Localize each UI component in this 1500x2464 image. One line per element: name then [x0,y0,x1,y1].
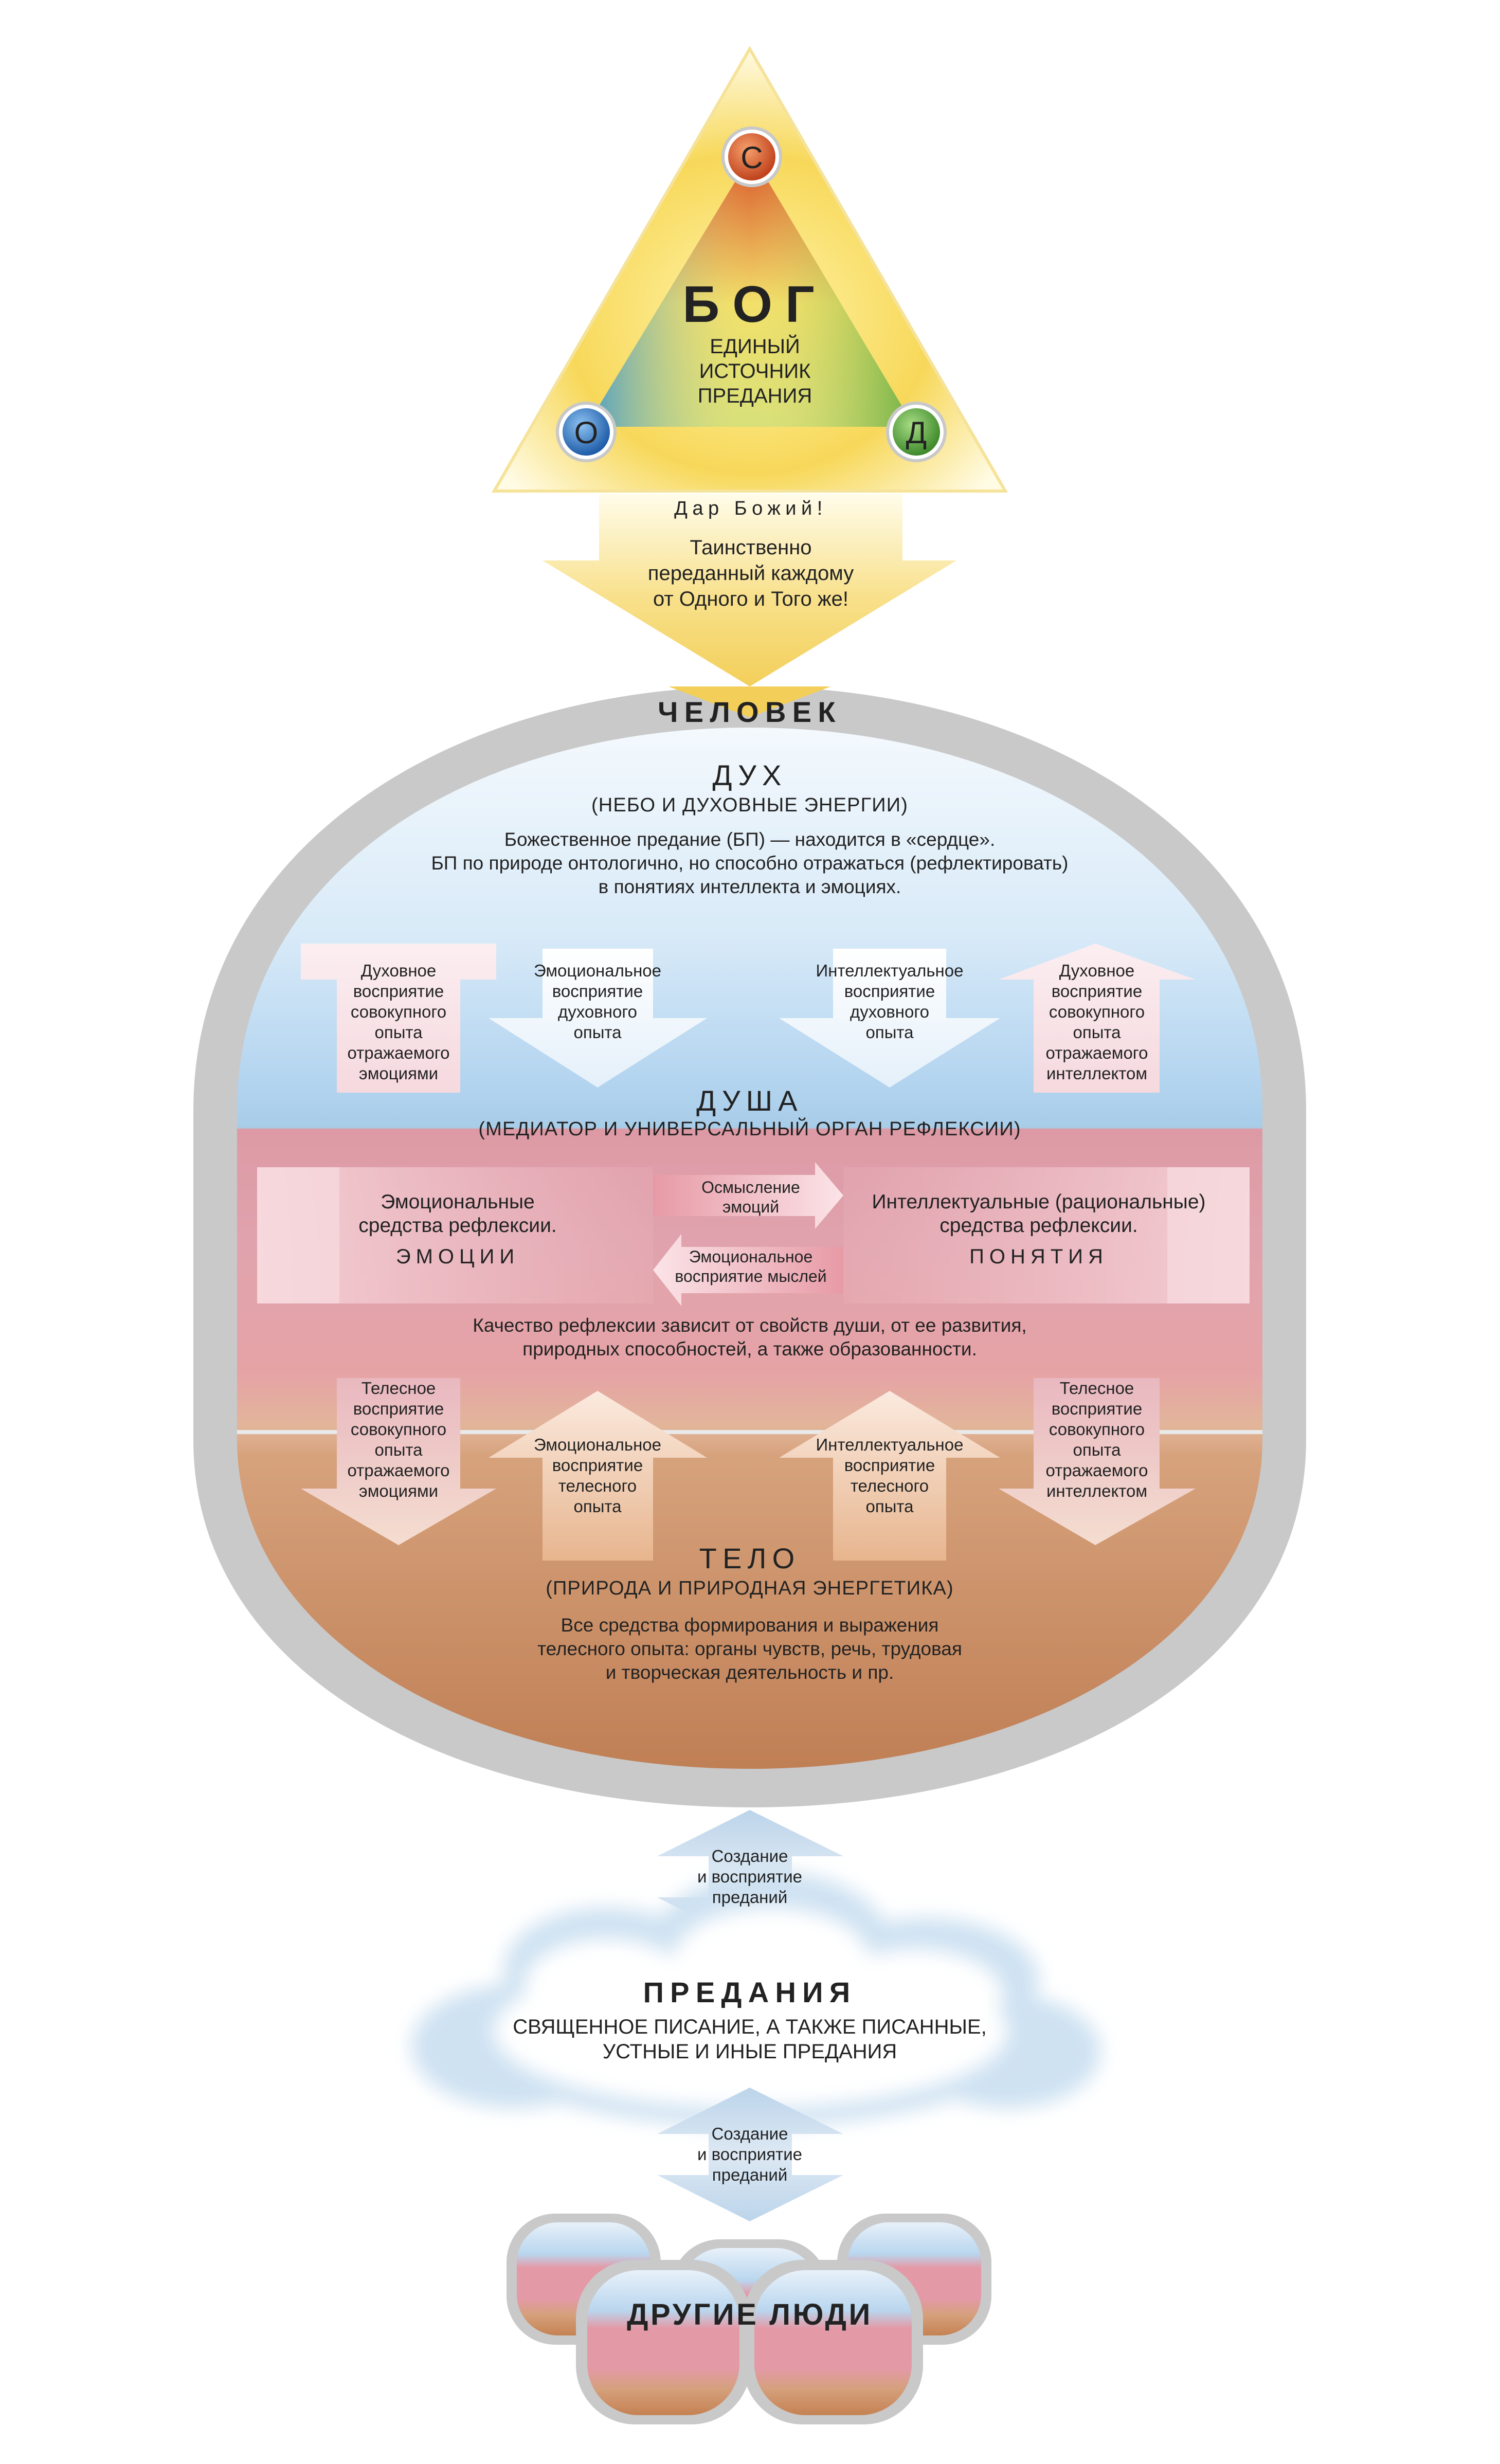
exchange-top-label: Создание и восприятие преданий [697,1846,803,1907]
other-people-group [507,2214,991,2424]
soul-subtitle: (МЕДИАТОР И УНИВЕРСАЛЬНЫЙ ОРГАН РЕФЛЕКСИ… [478,1118,1021,1140]
god-title: БОГ [682,276,827,333]
concepts-title: ПОНЯТИЯ [969,1245,1108,1268]
traditions-text: СВЯЩЕННОЕ ПИСАНИЕ, А ТАКЖЕ ПИСАННЫЕ, УСТ… [513,2016,987,2063]
soul-text: Качество рефлексии зависит от свойств ду… [473,1315,1027,1360]
spirit-arrow-2-label: Эмоциональное восприятие духовного опыта [533,961,662,1042]
other-people-title: ДРУГИЕ ЛЮДИ [627,2298,873,2331]
spirit-arrow-3 [779,949,1000,1088]
spirit-text: Божественное предание (БП) — находится в… [431,829,1069,897]
body-arrow-1 [301,1378,496,1545]
god-subtitle: ЕДИНЫЙ ИСТОЧНИК ПРЕДАНИЯ [697,335,812,407]
arrow-reflect-emotions-label: Осмысление эмоций [701,1178,800,1216]
spirit-subtitle: (НЕБО И ДУХОВНЫЕ ЭНЕРГИИ) [591,794,908,816]
spirit-arrow-4 [999,944,1196,1093]
person-title: ЧЕЛОВЕК [658,696,842,728]
concepts-box-edge [1167,1167,1250,1303]
concepts-text: Интеллектуальные (рациональные) средства… [872,1191,1206,1237]
gift-arrow [543,494,956,686]
body-subtitle: (ПРИРОДА И ПРИРОДНАЯ ЭНЕРГЕТИКА) [546,1578,954,1599]
person-drum-5 [743,2260,923,2424]
soul-title: ДУША [696,1084,803,1117]
body-title: ТЕЛО [699,1542,801,1574]
body-text: Все средства формирования и выражения те… [537,1615,962,1683]
arrow-perceive-thoughts [653,1234,843,1306]
vertex-son-letter: С [740,140,763,175]
vertex-spirit-letter: Д [906,415,927,450]
arrow-reflect-emotions [653,1162,843,1229]
vertex-father-letter: О [574,415,599,450]
emotions-box-edge [257,1167,339,1303]
body-arrow-3 [779,1391,1000,1561]
spirit-arrow-1 [301,944,496,1093]
gift-label: Дар Божий! [674,498,827,519]
traditions-cloud [411,1872,1100,2126]
gift-arrow-tip [668,686,831,717]
body-arrow-4 [999,1378,1196,1545]
trinity-triangle [491,46,1008,493]
spirit-arrow-4-label: Духовное восприятие совокупного опыта от… [1045,961,1148,1083]
spirit-title: ДУХ [712,759,787,791]
vertex-spirit [886,402,947,462]
spirit-arrow-1-label: Духовное восприятие совокупного опыта от… [347,961,450,1083]
body-arrow-4-label: Телесное восприятие совокупного опыта от… [1045,1379,1148,1500]
spirit-arrow-2 [489,949,707,1088]
emotions-text: Эмоциональные средства рефлексии. [358,1191,557,1237]
vertex-father [556,402,617,462]
exchange-arrow-bottom [657,2088,843,2221]
traditions-title: ПРЕДАНИЯ [643,1976,857,2008]
vertex-son [721,126,782,187]
person-drum-4 [576,2260,751,2424]
exchange-bottom-label: Создание и восприятие преданий [697,2124,803,2184]
emotions-title: ЭМОЦИИ [395,1245,520,1268]
body-arrow-3-label: Интеллектуальное восприятие телесного оп… [816,1435,964,1516]
body-arrow-2-label: Эмоциональное восприятие телесного опыта [533,1435,662,1516]
spirit-arrow-3-label: Интеллектуальное восприятие духовного оп… [816,961,964,1042]
body-arrow-1-label: Телесное восприятие совокупного опыта от… [347,1379,450,1500]
gift-text: Таинственно переданный каждому от Одного… [647,536,854,610]
arrow-perceive-thoughts-label: Эмоциональное восприятие мыслей [675,1247,827,1285]
body-arrow-2 [489,1391,707,1561]
